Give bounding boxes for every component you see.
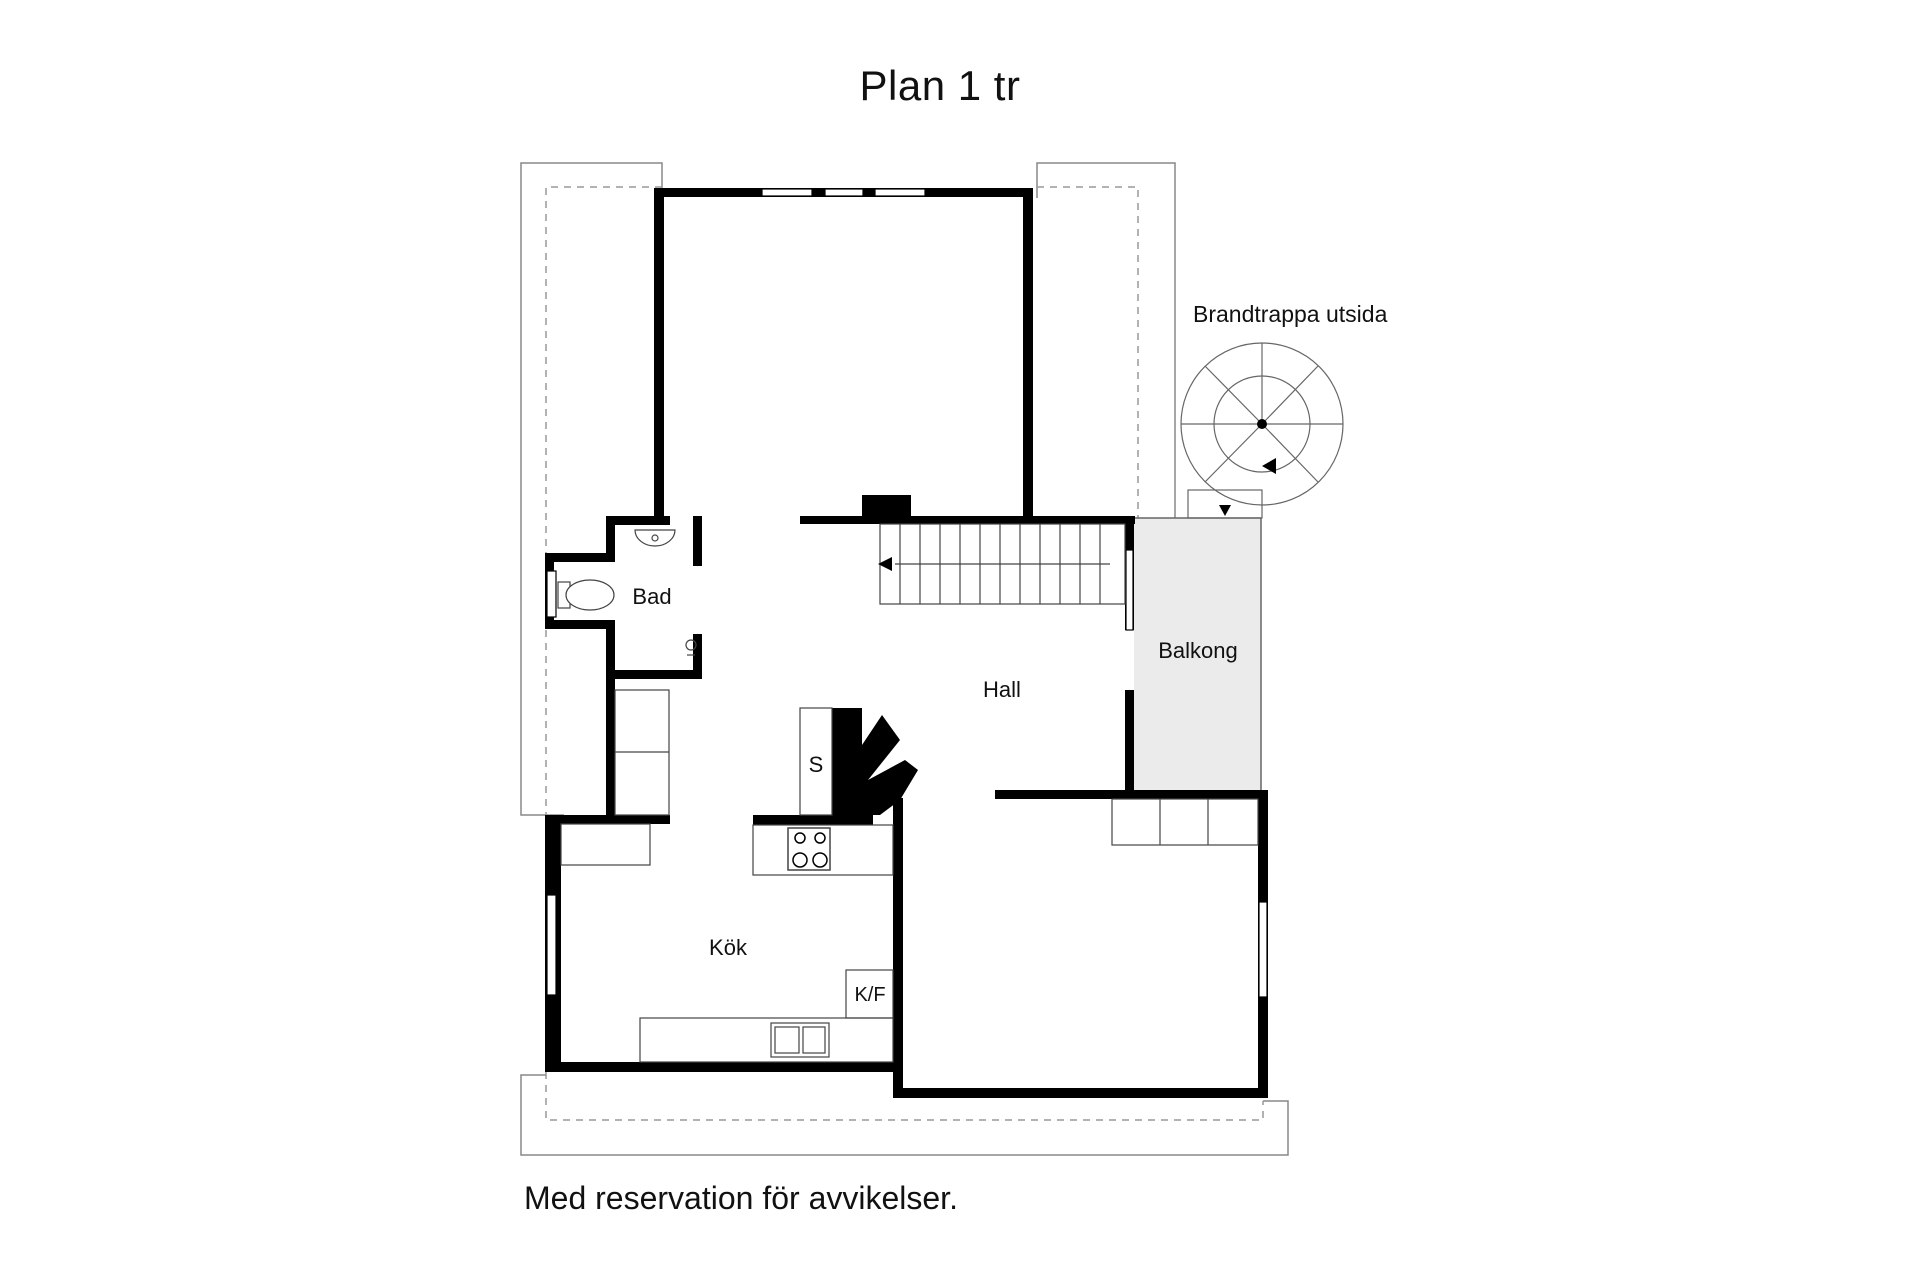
room-label-balkong: Balkong: [1158, 638, 1238, 663]
roof-outline: [520, 162, 1289, 1156]
shower-icon: [685, 639, 697, 656]
plan-title: Plan 1 tr: [859, 62, 1021, 109]
sink-icon: [634, 529, 676, 547]
disclaimer-text: Med reservation för avvikelser.: [524, 1180, 958, 1216]
kitchen-sink-icon: [770, 1022, 830, 1058]
room-label-kok: Kök: [709, 935, 748, 960]
kitchen-counters: [560, 823, 894, 1063]
spiral-stair-post: [1257, 419, 1267, 429]
walls: [545, 188, 1268, 1098]
closet-units: [614, 689, 1259, 846]
toilet-icon: [557, 579, 615, 611]
balcony-area: [1134, 518, 1261, 791]
room-label-bad: Bad: [632, 584, 671, 609]
fire-stairs-label: Brandtrappa utsida: [1193, 301, 1388, 327]
storage-label: S: [809, 752, 824, 777]
spiral-arrow-icon: [1262, 458, 1276, 474]
fridge-freezer-label: K/F: [854, 984, 885, 1006]
spiral-exit-arrow-icon: [1219, 505, 1231, 516]
interior-stairs: [879, 523, 1126, 605]
stove-icon: [787, 827, 831, 871]
windows: [546, 188, 1268, 998]
spiral-staircase: [1180, 342, 1344, 519]
room-label-hall: Hall: [983, 677, 1021, 702]
stairs-arrow-icon: [878, 557, 892, 571]
